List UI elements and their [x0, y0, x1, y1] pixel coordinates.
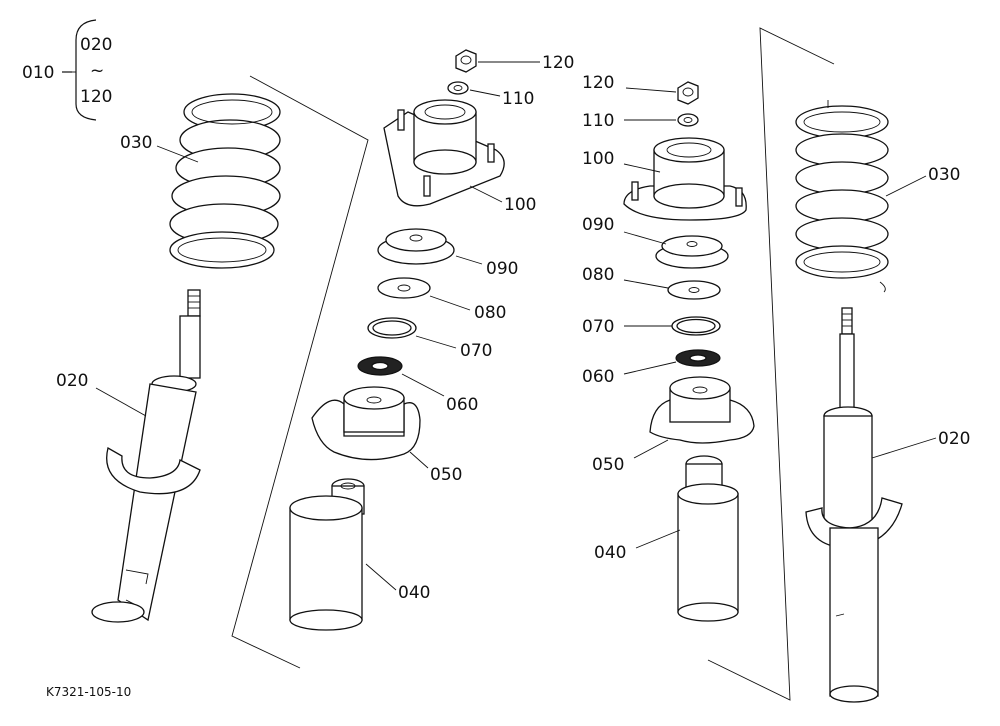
left-label-090: 090 — [486, 259, 518, 279]
right-strut — [805, 307, 903, 703]
left-label-110: 110 — [502, 89, 534, 109]
left-lower-seat-050 — [311, 386, 421, 461]
assembly-label: 010 — [22, 63, 54, 83]
right-label-030: 030 — [928, 165, 960, 185]
right-frame-line — [707, 27, 835, 701]
left-label-050: 050 — [430, 465, 462, 485]
left-ring-070 — [367, 317, 417, 339]
right-label-020: 020 — [938, 429, 970, 449]
left-washer-080 — [377, 277, 431, 299]
assembly-range-from: 020 — [80, 35, 112, 55]
left-bearing-060 — [357, 356, 403, 376]
drawing-code: K7321-105-10 — [46, 685, 131, 699]
left-label-120: 120 — [542, 53, 574, 73]
left-spring-seat-090 — [377, 228, 455, 265]
right-bearing-060 — [675, 349, 721, 367]
left-coil-spring — [169, 93, 281, 269]
left-strut — [91, 289, 201, 623]
right-label-050: 050 — [592, 455, 624, 475]
right-washer-080 — [667, 280, 721, 300]
left-label-020: 020 — [56, 371, 88, 391]
right-coil-spring — [795, 100, 889, 293]
right-dust-boot-040 — [677, 455, 739, 622]
left-top-mount-100 — [383, 99, 505, 207]
right-washer-110 — [677, 113, 699, 127]
right-spring-seat-090 — [655, 235, 729, 269]
right-ring-070 — [671, 316, 721, 336]
right-label-120: 120 — [582, 73, 614, 93]
right-lower-seat-050 — [649, 376, 755, 444]
right-label-090: 090 — [582, 215, 614, 235]
right-label-070: 070 — [582, 317, 614, 337]
right-label-100: 100 — [582, 149, 614, 169]
left-label-030: 030 — [120, 133, 152, 153]
assembly-bracket: 010 020 ~ 120 — [22, 19, 112, 121]
left-label-060: 060 — [446, 395, 478, 415]
left-washer-110 — [447, 81, 469, 95]
right-top-mount-100 — [623, 137, 747, 221]
left-dust-boot-040 — [289, 478, 365, 631]
left-label-070: 070 — [460, 341, 492, 361]
left-label-080: 080 — [474, 303, 506, 323]
right-label-110: 110 — [582, 111, 614, 131]
left-label-040: 040 — [398, 583, 430, 603]
right-nut-120 — [677, 81, 699, 105]
right-label-080: 080 — [582, 265, 614, 285]
right-label-060: 060 — [582, 367, 614, 387]
assembly-range-sep: ~ — [90, 61, 104, 81]
right-label-040: 040 — [594, 543, 626, 563]
left-label-100: 100 — [504, 195, 536, 215]
left-frame-line — [231, 75, 369, 669]
assembly-range-to: 120 — [80, 87, 112, 107]
left-nut-120 — [455, 49, 477, 73]
